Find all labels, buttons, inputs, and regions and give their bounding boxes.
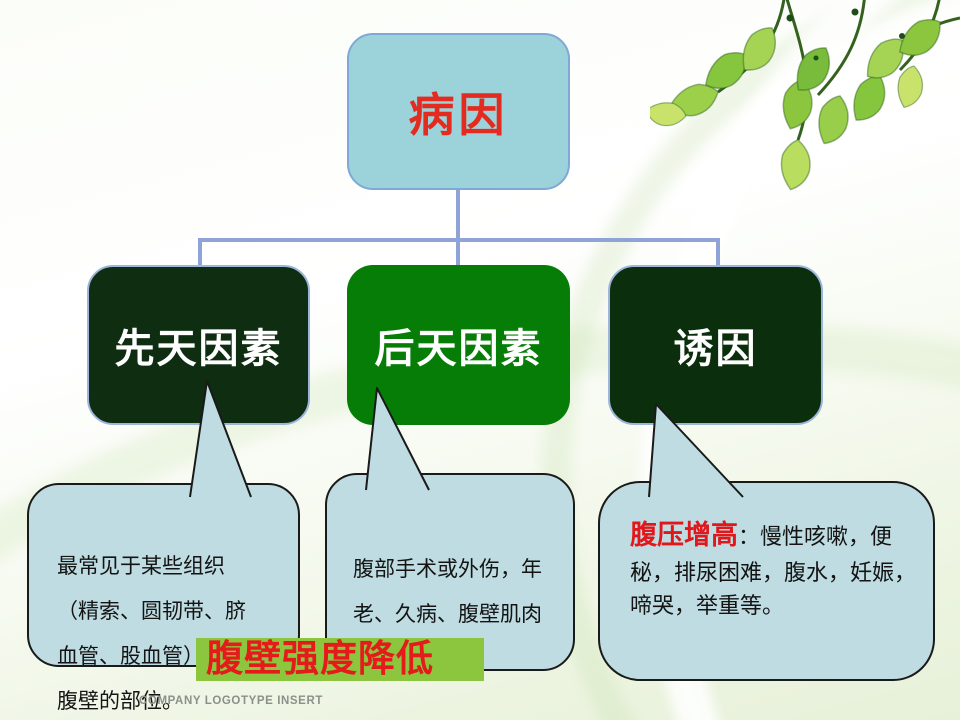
callout-congenital-note: 最常见于某些组织 （精索、圆韧带、脐 血管、股血管）穿过 腹壁的部位。 <box>27 483 300 713</box>
footer-logotype-text: COMPANY LOGOTYPE INSERT <box>139 695 323 707</box>
leaf-branch-decoration <box>650 0 960 191</box>
callout-text: 腹部手术或外伤，年 老、久病、腹壁肌肉 萎缩 <box>353 556 542 671</box>
berries <box>786 8 905 61</box>
branch-node-congenital: 先天因素 <box>87 265 310 425</box>
branch-node-label: 先天因素 <box>114 326 283 371</box>
root-node-etiology: 病因 <box>347 33 570 190</box>
callout-trigger-note: 腹压增高：慢性咳嗽，便 秘，排尿困难，腹水，妊娠， 啼哭，举重等。 <box>598 481 935 681</box>
branch-node-acquired: 后天因素 <box>347 265 570 425</box>
conclusion-banner: 腹壁强度降低 <box>196 638 484 681</box>
branch-node-label: 诱因 <box>673 326 758 371</box>
branch-node-label: 后天因素 <box>374 326 543 371</box>
callout-text-highlight: 腹压增高 <box>630 520 738 550</box>
callout-text: ：慢性咳嗽，便 秘，排尿困难，腹水，妊娠， 啼哭，举重等。 <box>630 524 917 618</box>
conclusion-label: 腹壁强度降低 <box>206 639 434 680</box>
leaves <box>650 18 941 191</box>
root-node-label: 病因 <box>408 89 509 141</box>
callout-text: 最常见于某些组织 （精索、圆韧带、脐 血管、股血管）穿过 腹壁的部位。 <box>57 553 246 713</box>
branch-node-trigger: 诱因 <box>608 265 823 425</box>
